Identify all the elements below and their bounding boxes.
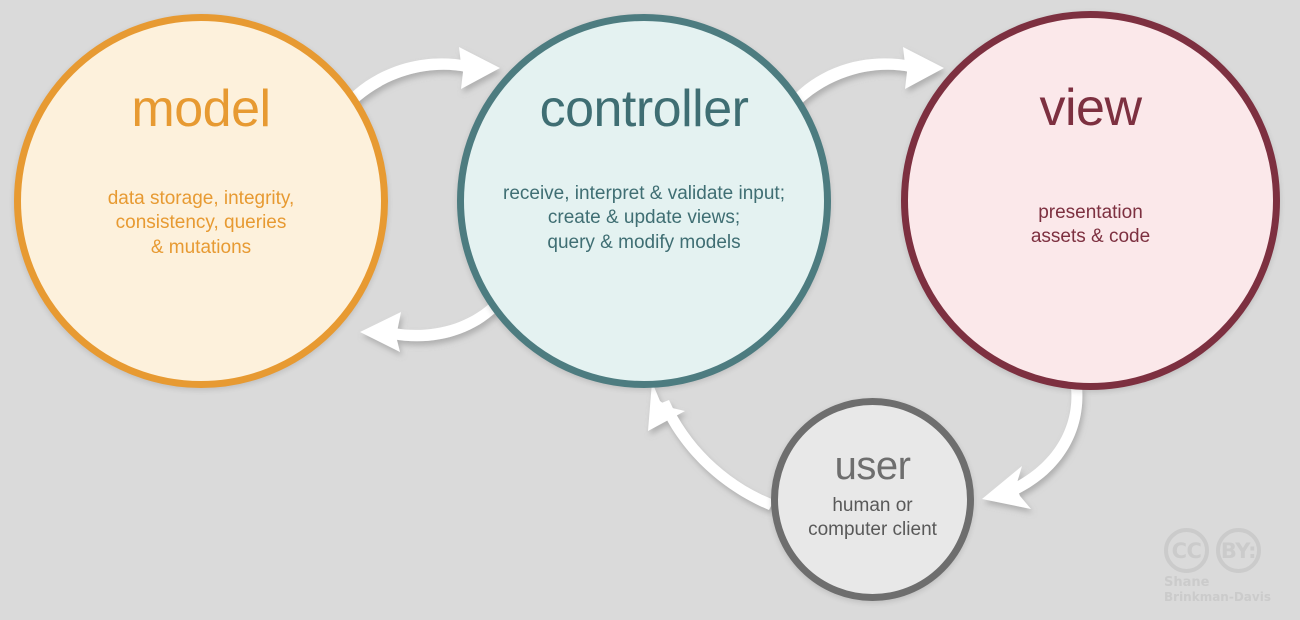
- node-view-title: view: [1039, 79, 1142, 137]
- cc-by-icon: BY:: [1216, 528, 1261, 573]
- arrow-view-to-user: [982, 386, 1083, 509]
- node-user[interactable]: user human or computer client: [771, 398, 974, 601]
- creative-commons-attribution: CC BY: Shane Brinkman-Davis: [1164, 528, 1284, 606]
- arrow-controller-to-view: [789, 47, 944, 108]
- attribution-author: Shane Brinkman-Davis: [1164, 575, 1284, 604]
- node-controller[interactable]: controller receive, interpret & validate…: [457, 14, 831, 388]
- cc-license-marks: CC BY:: [1164, 528, 1284, 573]
- node-view-description: presentation assets & code: [1030, 202, 1151, 248]
- author-first-name: Shane: [1164, 575, 1210, 590]
- node-model-description: data storage, integrity, consistency, qu…: [107, 188, 295, 258]
- node-user-description: human or computer client: [808, 495, 937, 541]
- cc-icon: CC: [1164, 528, 1209, 573]
- arrow-controller-to-model: [360, 304, 497, 352]
- node-model-title: model: [131, 80, 271, 138]
- arrow-user-to-controller: [648, 382, 774, 510]
- node-view[interactable]: view presentation assets & code: [901, 11, 1280, 390]
- node-controller-description: receive, interpret & validate input; cre…: [503, 183, 785, 253]
- author-last-name: Brinkman-Davis: [1164, 589, 1271, 604]
- arrow-model-to-controller: [344, 47, 500, 108]
- node-model[interactable]: model data storage, integrity, consisten…: [14, 14, 388, 388]
- node-controller-title: controller: [539, 80, 749, 138]
- node-user-title: user: [834, 444, 911, 488]
